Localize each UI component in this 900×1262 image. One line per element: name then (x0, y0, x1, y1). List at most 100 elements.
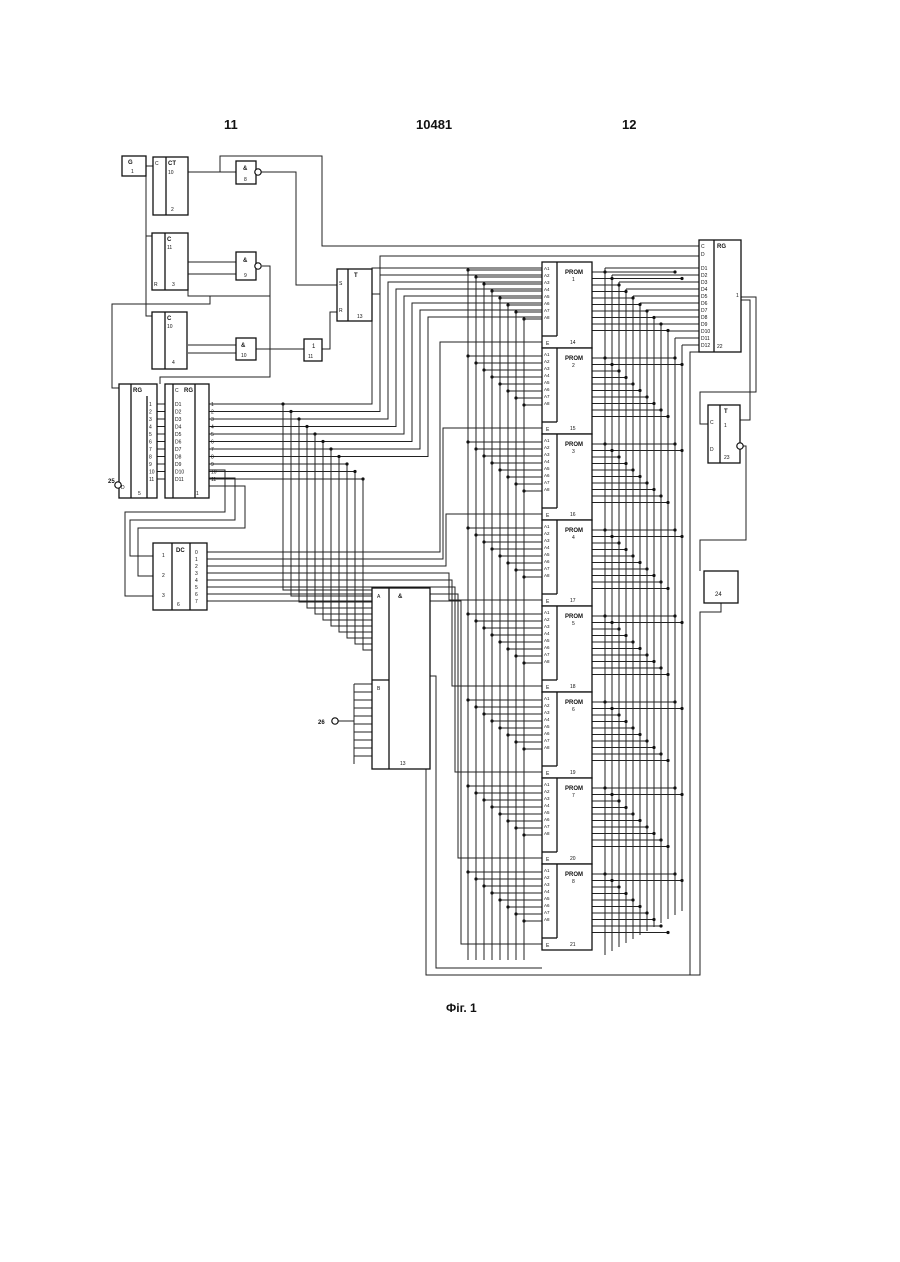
trigger-23-num: 23 (724, 455, 730, 461)
register-q-pin: 4 (211, 425, 214, 431)
trigger-23-q: 1 (724, 423, 727, 429)
junction-dot (617, 713, 620, 716)
junction-dot (506, 561, 509, 564)
prom-addr-pin: A4 (544, 889, 550, 894)
junction-dot (666, 673, 669, 676)
junction-dot (506, 819, 509, 822)
prom-addr-pin: A5 (544, 724, 550, 729)
shift-register-pin: 9 (149, 462, 152, 468)
junction-dot (638, 733, 641, 736)
prom-addr-pin: A8 (544, 745, 550, 750)
junction-dot (321, 440, 324, 443)
outreg-pin: D3 (701, 280, 708, 286)
prom-addr-pin: A2 (544, 531, 550, 536)
register-q-pin: 9 (211, 462, 214, 468)
outreg-pin: D10 (701, 329, 710, 335)
decoder-in-pin: 3 (162, 593, 165, 599)
prom-addr-pin: A8 (544, 659, 550, 664)
decoder-out-pin: 6 (195, 592, 198, 598)
prom-addr-pin: A2 (544, 273, 550, 278)
junction-dot (645, 739, 648, 742)
decoder-in-pin: 1 (162, 553, 165, 559)
prom-addr-pin: A4 (544, 631, 550, 636)
junction-dot (522, 833, 525, 836)
prom-addr-pin: A5 (544, 552, 550, 557)
prom-addr-pin: A2 (544, 617, 550, 622)
prom-addr-pin: A6 (544, 387, 550, 392)
junction-dot (522, 747, 525, 750)
prom-addr-pin: A7 (544, 394, 550, 399)
register-q-pin: 2 (211, 410, 214, 416)
junction-dot (624, 548, 627, 551)
decoder-out-pin: 0 (195, 550, 198, 556)
junction-dot (659, 580, 662, 583)
junction-dot (482, 884, 485, 887)
shift-register-pin: 10 (149, 470, 155, 476)
junction-dot (474, 705, 477, 708)
junction-dot (638, 475, 641, 478)
prom-label: PROM (565, 356, 583, 362)
junction-dot (666, 845, 669, 848)
prom-num: 21 (570, 942, 576, 948)
generator-label: G (128, 160, 133, 166)
figure-caption: Фіг. 1 (446, 1001, 477, 1015)
junction-dot (281, 402, 284, 405)
junction-dot (490, 547, 493, 550)
junction-dot (666, 415, 669, 418)
junction-dot (666, 759, 669, 762)
junction-dot (610, 879, 613, 882)
outreg-label: RG (717, 244, 726, 250)
junction-dot (617, 541, 620, 544)
prom-addr-pin: A4 (544, 373, 550, 378)
trigger-13-label: T (354, 273, 358, 279)
junction-dot (514, 654, 517, 657)
prom-addr-pin: A6 (544, 301, 550, 306)
register-d-pin: D7 (175, 447, 182, 453)
decoder-num: 6 (177, 602, 180, 608)
prom-addr-pin: A8 (544, 401, 550, 406)
prom-label: PROM (565, 442, 583, 448)
prom-addr-pin: A6 (544, 559, 550, 564)
register-q-pin: 8 (211, 455, 214, 461)
prom-addr-pin: A6 (544, 645, 550, 650)
junction-dot (631, 554, 634, 557)
junction-dot (638, 389, 641, 392)
prom-addr-pin: A4 (544, 287, 550, 292)
terminal-25-num: 25 (108, 479, 115, 485)
outreg-pin: D2 (701, 273, 708, 279)
junction-dot (498, 898, 501, 901)
junction-dot (624, 290, 627, 293)
wire-g11-t13 (322, 312, 337, 349)
junction-dot (603, 614, 606, 617)
junction-dot (522, 489, 525, 492)
junction-dot (514, 482, 517, 485)
prom-addr-pin: A4 (544, 545, 550, 550)
prom-addr-pin: A3 (544, 452, 550, 457)
junction-dot (603, 700, 606, 703)
outreg-pin: D7 (701, 308, 708, 314)
junction-dot (466, 612, 469, 615)
junction-dot (482, 798, 485, 801)
prom-addr-pin: A4 (544, 803, 550, 808)
trigger-23-c-pin: C (710, 420, 714, 426)
decoder-label: DC (176, 548, 185, 554)
junction-dot (482, 540, 485, 543)
and-8-inverter (255, 169, 261, 175)
prom-addr-pin: A3 (544, 538, 550, 543)
junction-dot (617, 455, 620, 458)
junction-dot (474, 361, 477, 364)
register-d-pin: D10 (175, 470, 184, 476)
junction-dot (680, 707, 683, 710)
junction-dot (506, 303, 509, 306)
shift-register-pin: 2 (149, 410, 152, 416)
junction-dot (652, 918, 655, 921)
junction-dot (474, 877, 477, 880)
wire-reg-bus (209, 412, 372, 597)
outreg-pin: D8 (701, 315, 708, 321)
and-9-num: 9 (244, 273, 247, 279)
prom-addr-pin: A7 (544, 824, 550, 829)
prom-label: PROM (565, 872, 583, 878)
wire-mux-out (430, 676, 542, 968)
counter-4-num-a: 10 (167, 324, 173, 330)
junction-dot (645, 825, 648, 828)
